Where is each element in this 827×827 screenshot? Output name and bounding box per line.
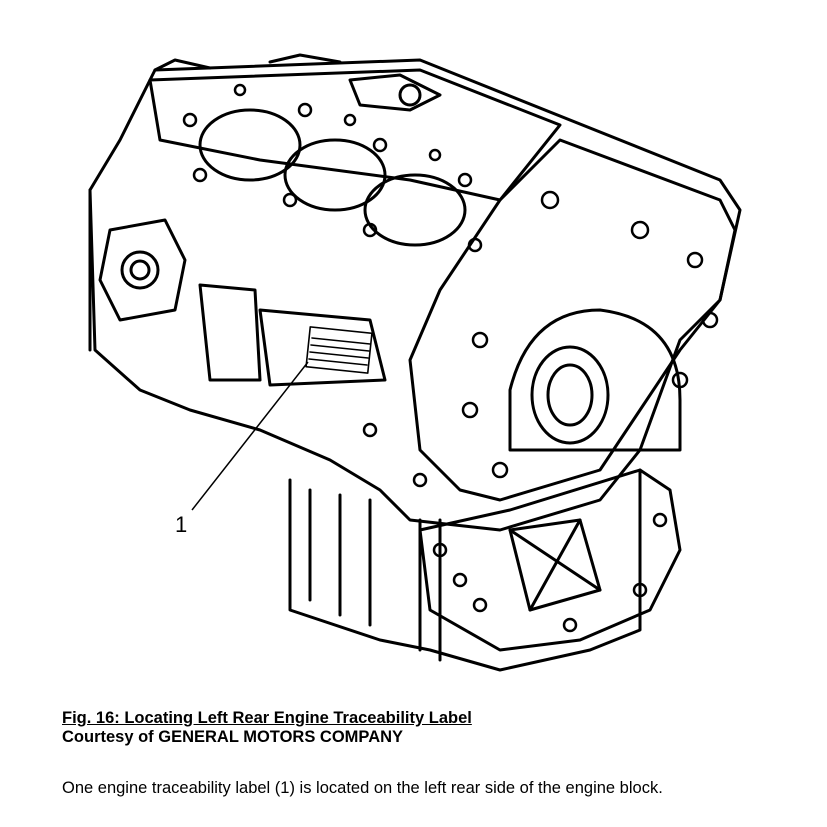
front-cover	[408, 138, 737, 502]
oil-pan	[288, 468, 642, 672]
engine-block-outline	[88, 58, 742, 532]
engine-block-drawing: 1	[88, 53, 742, 672]
cylinder-bore-2	[283, 138, 387, 212]
callout-number: 1	[175, 512, 187, 537]
figure-caption: Fig. 16: Locating Left Rear Engine Trace…	[62, 709, 472, 747]
body-paragraph: One engine traceability label (1) is loc…	[62, 779, 663, 797]
cylinder-bore-1	[198, 108, 302, 182]
crankshaft-seal	[530, 345, 610, 445]
engine-block-illustration: 1	[80, 50, 750, 690]
figure-caption-title: Fig. 16: Locating Left Rear Engine Trace…	[62, 709, 472, 727]
callout-leader-line	[191, 361, 309, 511]
traceability-label	[305, 326, 373, 374]
figure-caption-credit: Courtesy of GENERAL MOTORS COMPANY	[62, 728, 404, 746]
cylinder-bore-3	[363, 173, 467, 247]
